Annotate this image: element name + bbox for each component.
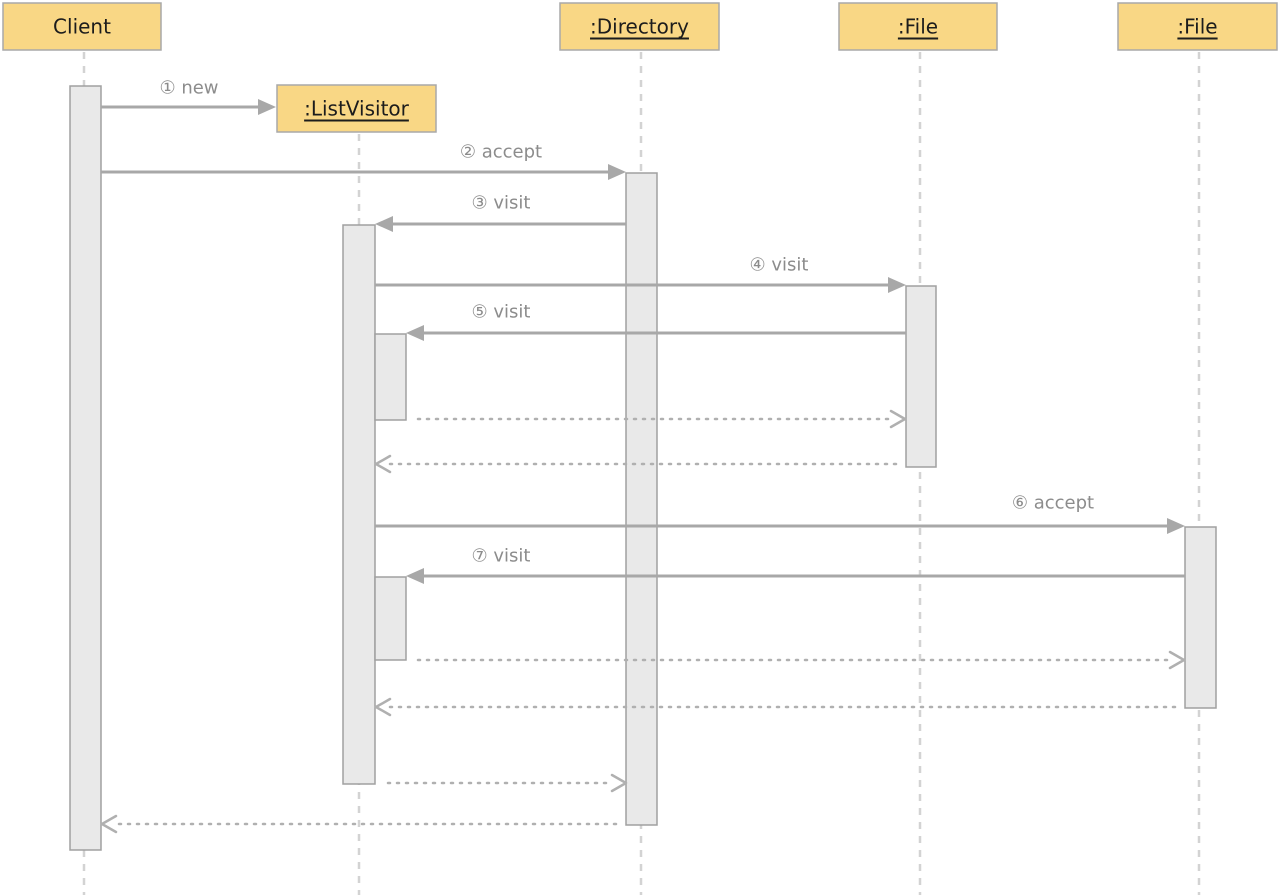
arrow-head	[1168, 650, 1186, 670]
activation-file-2	[1184, 526, 1217, 709]
message-label-visit-directory: ③ visit	[472, 193, 531, 214]
activation-file-1	[905, 285, 937, 468]
arrow-head	[1167, 518, 1185, 534]
arrow-head	[100, 814, 118, 834]
arrow-head	[374, 454, 392, 474]
message-visit-directory: ③ visit	[375, 193, 626, 232]
arrow-head	[258, 99, 276, 115]
participant-directory: :Directory	[559, 2, 720, 51]
participant-client: Client	[2, 2, 162, 51]
message-visit-file-1: ④ visit	[375, 255, 906, 293]
participant-listvisitor: :ListVisitor	[276, 84, 437, 133]
return-visit-directory	[386, 773, 628, 793]
participant-file-1: :File	[838, 2, 998, 51]
activation-client	[69, 85, 102, 851]
participant-label-file-2: :File	[1177, 15, 1217, 39]
arrow-head	[406, 325, 424, 341]
participant-label-listvisitor: :ListVisitor	[304, 97, 410, 121]
message-label-visit-file-callback: ⑤ visit	[472, 302, 531, 323]
message-label-new: ① new	[159, 78, 218, 99]
arrow-head	[406, 568, 424, 584]
arrow-head	[889, 409, 907, 429]
message-label-accept-directory: ② accept	[460, 142, 542, 163]
message-label-visit-file-2-callback: ⑦ visit	[472, 546, 531, 567]
arrow-head	[608, 164, 626, 180]
message-label-visit-file-1: ④ visit	[750, 255, 809, 276]
return-visit-file-callback	[416, 409, 907, 429]
arrow-head	[375, 216, 393, 232]
message-visit-file-2-callback: ⑦ visit	[406, 546, 1185, 584]
activation-listvisitor-nested-1	[374, 333, 407, 421]
message-new: ① new	[101, 78, 276, 115]
activation-listvisitor-nested-2	[374, 576, 407, 661]
arrow-head	[374, 697, 392, 717]
activations	[69, 85, 1217, 851]
message-accept-file-2: ⑥ accept	[375, 493, 1185, 534]
message-accept-directory: ② accept	[101, 142, 626, 180]
arrow-head	[610, 773, 628, 793]
arrow-head	[888, 277, 906, 293]
participant-label-file-1: :File	[898, 15, 938, 39]
return-accept-file-2	[374, 697, 1177, 717]
participant-label-client: Client	[53, 15, 111, 39]
activation-directory	[625, 172, 658, 826]
return-visit-file-1	[374, 454, 898, 474]
message-label-accept-file-2: ⑥ accept	[1012, 493, 1094, 514]
participant-label-directory: :Directory	[590, 15, 689, 39]
return-accept-directory	[100, 814, 618, 834]
participant-file-2: :File	[1117, 2, 1278, 51]
return-visit-file-2-callback	[416, 650, 1186, 670]
message-visit-file-callback: ⑤ visit	[406, 302, 906, 341]
activation-listvisitor	[342, 224, 376, 785]
